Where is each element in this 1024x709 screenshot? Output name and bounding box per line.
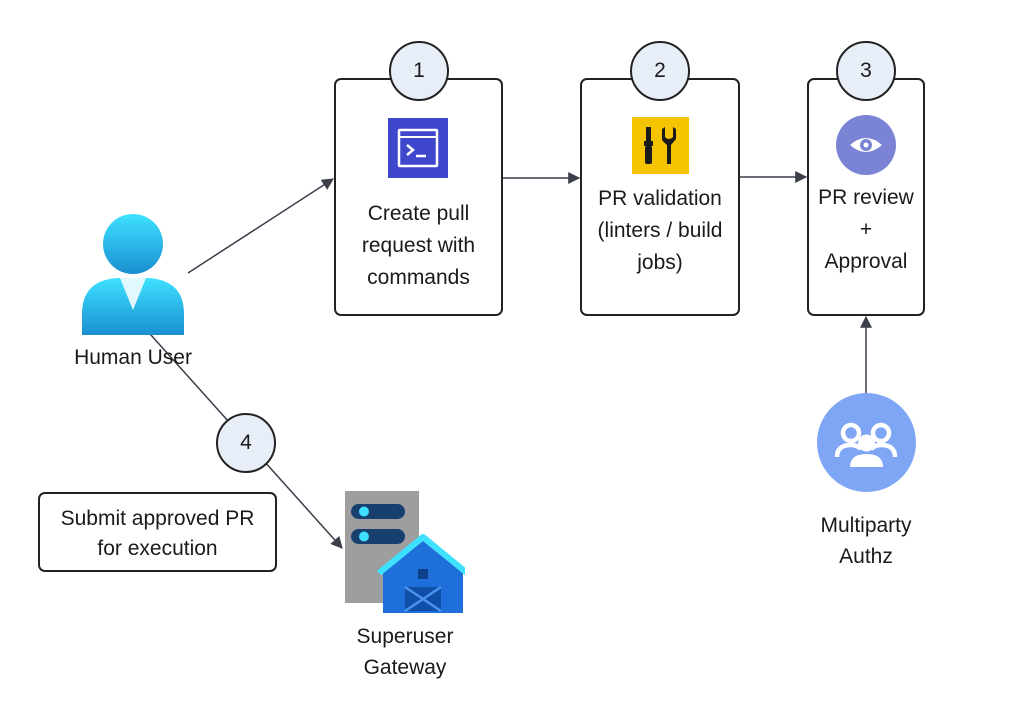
step-2-text: PR validation (linters / build jobs) bbox=[597, 187, 723, 274]
multiparty-authz-label: Multiparty Authz bbox=[820, 514, 912, 568]
superuser-gateway-label: Superuser Gateway bbox=[356, 625, 454, 679]
arrow-user-to-step1 bbox=[187, 178, 335, 274]
tools-icon bbox=[632, 117, 689, 174]
server-gateway-icon bbox=[345, 491, 465, 613]
eye-icon bbox=[836, 115, 896, 175]
terminal-icon bbox=[388, 118, 448, 178]
step-3-text: PR review + Approval bbox=[818, 186, 914, 273]
step-3-box: PR review + Approval bbox=[807, 78, 925, 316]
step-4-note: Submit approved PR for execution bbox=[38, 492, 277, 572]
human-user-label: Human User bbox=[74, 346, 192, 369]
step-1-text: Create pull request with commands bbox=[361, 202, 476, 289]
step-2-box: PR validation (linters / build jobs) bbox=[580, 78, 740, 316]
step-1-box: Create pull request with commands bbox=[334, 78, 503, 316]
step-1-badge: 1 bbox=[389, 41, 449, 101]
step-4-badge: 4 bbox=[216, 413, 276, 473]
step-3-badge: 3 bbox=[836, 41, 896, 101]
group-icon bbox=[817, 393, 916, 492]
user-icon bbox=[82, 214, 184, 335]
step-2-badge: 2 bbox=[630, 41, 690, 101]
